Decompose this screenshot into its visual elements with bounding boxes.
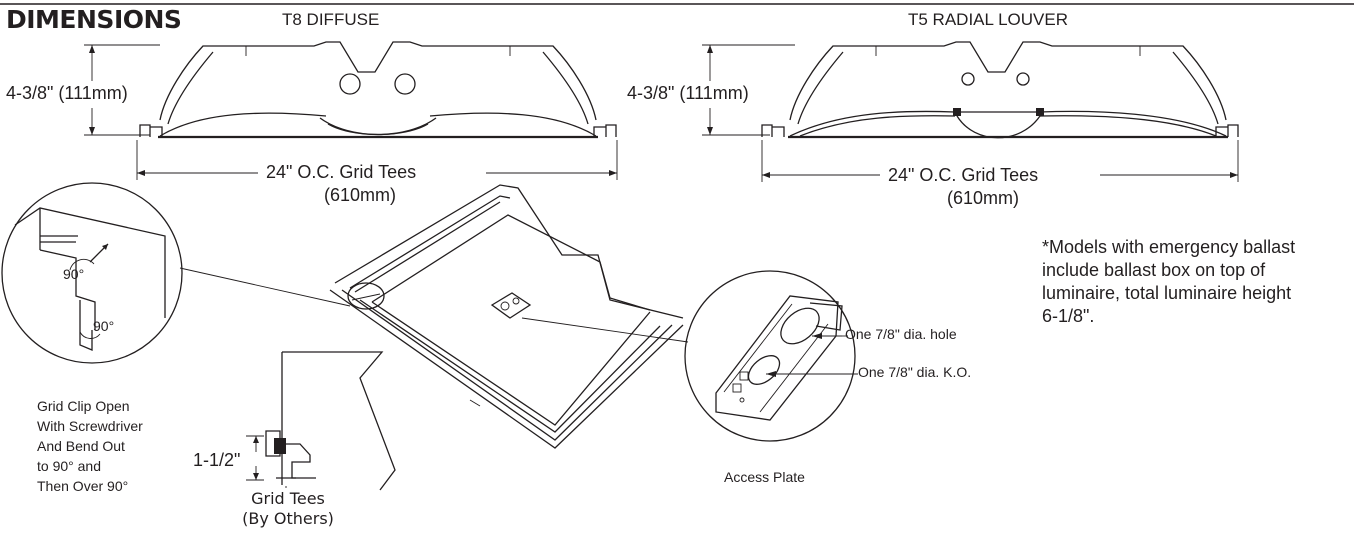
access-plate-detail xyxy=(684,270,858,442)
page-title: DIMENSIONS xyxy=(6,5,182,34)
note-line: *Models with emergency ballast xyxy=(1042,237,1296,257)
grid-tees-label-line: Grid Tees xyxy=(251,489,325,508)
caption-line: And Bend Out xyxy=(37,438,125,454)
knockout-callout: One 7/8" dia. K.O. xyxy=(858,364,972,380)
luminaire-isometric-view xyxy=(179,184,689,449)
note-line: 6-1/8". xyxy=(1042,306,1095,326)
grid-clip-detail xyxy=(1,182,183,364)
caption-line: to 90° and xyxy=(37,458,101,474)
t5-height-dimension: 4-3/8" (111mm) xyxy=(623,83,753,104)
grid-tee-height-dimension: 1-1/2" xyxy=(193,450,241,471)
t8-width-metric: (610mm) xyxy=(320,185,401,206)
grid-tees-label: Grid Tees (By Others) xyxy=(238,489,338,529)
caption-line: Grid Clip Open xyxy=(37,398,130,414)
t8-width-dimension: 24" O.C. Grid Tees xyxy=(262,162,421,183)
clip-angle-top: 90° xyxy=(63,266,85,282)
t5-width-dimension: 24" O.C. Grid Tees xyxy=(884,165,1043,186)
t5-width-metric: (610mm) xyxy=(943,188,1024,209)
note-line: luminaire, total luminaire height xyxy=(1042,283,1292,303)
clip-angle-bottom: 90° xyxy=(93,318,115,334)
t8-title: T8 DIFFUSE xyxy=(282,10,380,29)
grid-tees-label-line: (By Others) xyxy=(242,509,334,528)
caption-line: Then Over 90° xyxy=(37,478,129,494)
caption-line: With Screwdriver xyxy=(37,418,143,434)
grid-clip-caption: Grid Clip Open With Screwdriver And Bend… xyxy=(37,396,143,496)
note-line: include ballast box on top of xyxy=(1042,260,1266,280)
emergency-ballast-note: *Models with emergency ballast include b… xyxy=(1042,236,1295,328)
access-plate-caption: Access Plate xyxy=(724,469,805,485)
t8-section-drawing xyxy=(84,41,618,180)
t5-section-drawing xyxy=(702,41,1239,182)
grid-tee-detail xyxy=(246,351,396,491)
t8-height-dimension: 4-3/8" (111mm) xyxy=(2,83,132,104)
hole-callout: One 7/8" dia. hole xyxy=(845,326,957,342)
t5-title: T5 RADIAL LOUVER xyxy=(908,10,1068,29)
